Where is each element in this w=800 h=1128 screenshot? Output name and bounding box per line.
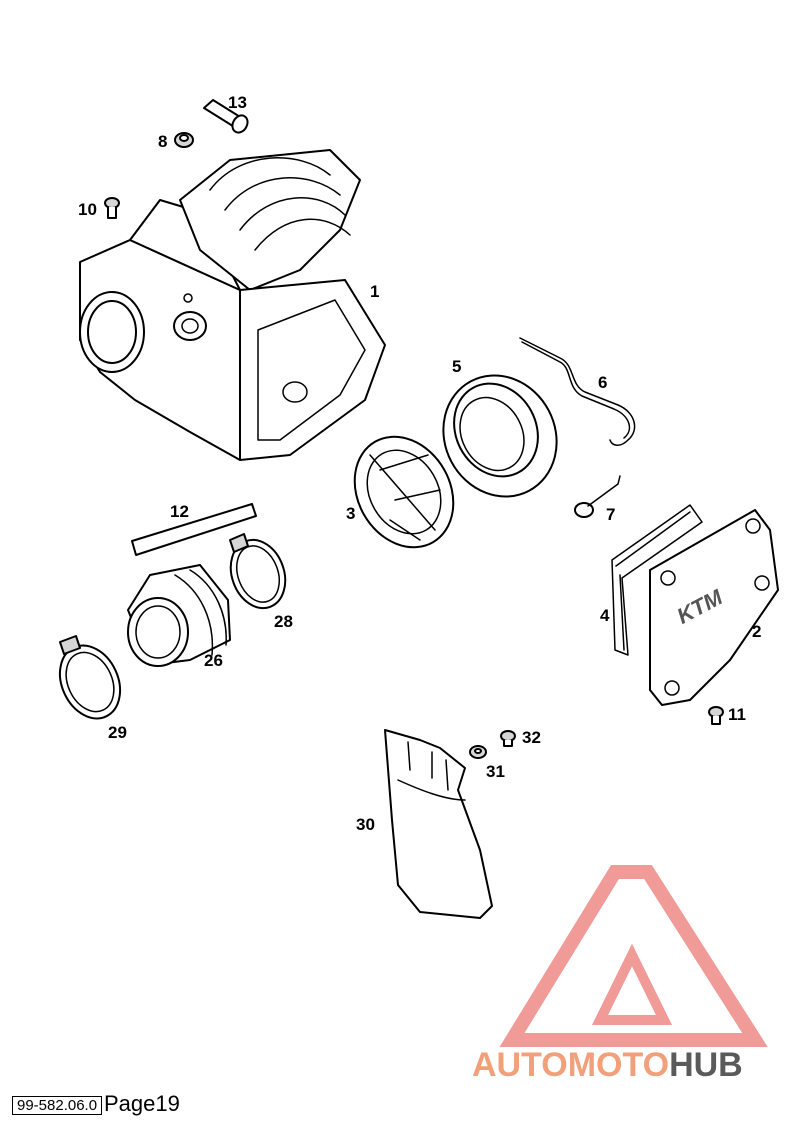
part-6-wire-bracket [519,337,636,446]
callout-4: 4 [600,606,610,625]
callout-3: 3 [346,504,356,523]
part-7-pin [574,475,621,518]
part-4-gasket [611,504,703,656]
callout-32: 32 [522,728,541,747]
part-32-screw [500,730,516,747]
watermark-part2: HUB [669,1046,743,1084]
page-label: Page19 [104,1091,180,1116]
part-3-filter-cage [353,435,455,549]
part-29-clamp [58,635,122,720]
callout-8: 8 [158,132,168,151]
part-12-tube [131,503,257,556]
part-2-side-cover [649,509,779,706]
callout-5: 5 [452,357,462,376]
callout-6: 6 [598,373,608,392]
callout-31: 31 [486,762,505,781]
callout-29: 29 [108,723,127,742]
part-28-clamp [229,533,287,610]
callout-13: 13 [228,93,247,112]
part-13-hose [203,99,249,134]
document-code: 99-582.06.0 [12,1096,103,1115]
callout-26: 26 [204,651,223,670]
part-10-screw [104,197,120,219]
part-31-washer [469,745,487,759]
callout-11: 11 [728,705,746,724]
callout-10: 10 [78,200,97,219]
callout-28: 28 [274,612,293,631]
part-26-intake-boot [127,564,231,667]
callout-12: 12 [170,502,189,521]
part-11-screw [708,706,724,725]
part-8-grommet [174,132,194,148]
callout-30: 30 [356,815,375,834]
watermark-logo-mark [499,865,768,1047]
callout-7: 7 [606,505,616,524]
part-30-mud-flap [384,729,493,919]
part-5-air-filter [442,374,558,498]
part-1-airbox [79,149,386,461]
watermark-part1: AUTOMOTO [472,1046,670,1084]
callout-2: 2 [752,622,762,641]
callout-1: 1 [370,282,380,301]
watermark-wordmark: AUTOMOTOHUB [472,1048,743,1082]
